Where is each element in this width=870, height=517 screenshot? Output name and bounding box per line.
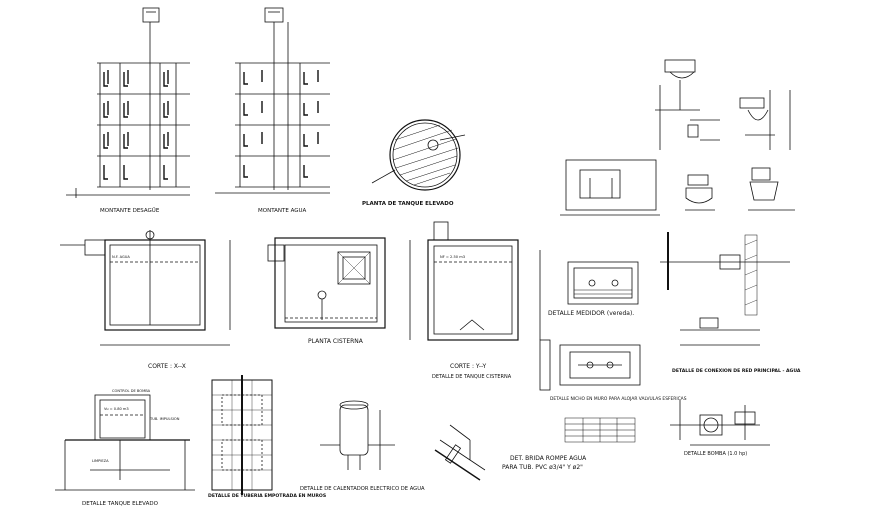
montante-desague-diagram [66,7,190,198]
note-tub-impulsion: TUB. IMPULSION [149,417,180,421]
lavatorio-detail [655,59,720,150]
corte-xx-diagram [60,230,231,346]
detalle-conexion-diagram [660,232,790,346]
detalle-calentador-diagram [320,400,395,470]
title-corte-xx: CORTE : X--X [148,363,186,370]
detalle-nicho-table [564,417,636,443]
note-volumen: Vu = 0.80 m3 [104,407,129,411]
title-detalle-tanque-elevado: DETALLE TANQUE ELEVADO [82,501,159,507]
note-control-bomba: CONTROL DE BOMBA [112,389,151,393]
planta-tanque-elevado-diagram [371,119,466,191]
title-detalle-medidor: DETALLE MEDIDOR (vereda). [548,310,634,317]
inodoro-detail [685,167,795,211]
detalle-tanque-elevado-diagram [55,394,195,491]
title-detalle-calentador: DETALLE DE CALENTADOR ELECTRICO DE AGUA [300,486,425,492]
montante-agua-diagram [215,7,330,194]
title-det-brida: DET. BRIDA ROMPE AGUA [510,455,587,462]
title-detalle-bomba: DETALLE BOMBA (1.0 hp) [684,451,747,457]
title-montante-desague: MONTANTE DESAGÜE [100,207,160,214]
title-detalle-tanque-cisterna: DETALLE DE TANQUE CISTERNA [432,374,512,380]
detalle-tuberia-diagram [211,375,273,495]
urinario-detail [739,90,791,150]
detalle-medidor-diagram [560,159,660,305]
title-planta-cisterna: PLANTA CISTERNA [308,338,364,345]
title-corte-yy: CORTE : Y--Y [450,363,487,370]
detalle-bomba-diagram [670,400,770,446]
note-nf-agua: N.F. AGUA [112,255,130,259]
planta-cisterna-diagram [267,237,386,329]
detalle-nicho-diagram [539,339,641,391]
title-montante-agua: MONTANTE AGUA [258,208,307,214]
note-nf-cisterna: NF = 2.50 m3 [440,255,465,259]
title-detalle-conexion: DETALLE DE CONEXION DE RED PRINCIPAL - A… [672,368,801,374]
title-para-tub: PARA TUB. PVC ø3/4" Y ø2" [502,464,583,471]
det-brida-diagram [434,424,486,481]
title-detalle-nicho: DETALLE NICHO EN MURO PARA ALOJAR VALVUL… [550,396,687,402]
note-limpieza: LIMPIEZA [92,459,109,463]
title-detalle-tuberia: DETALLE DE TUBERIA EMPOTRADA EN MUROS [208,493,326,499]
title-planta-tanque-elevado: PLANTA DE TANQUE ELEVADO [362,201,454,207]
corte-yy-diagram [409,221,541,341]
